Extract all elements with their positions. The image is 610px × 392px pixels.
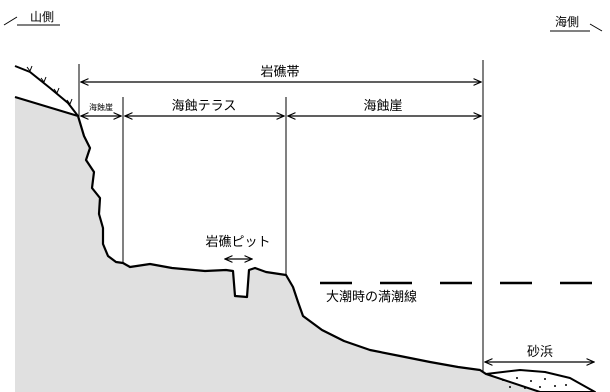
upper-slope-line	[14, 65, 79, 117]
rock-pit-label: 岩礁ピット	[205, 234, 270, 250]
zone-boundaries	[78, 60, 484, 372]
sand-dots	[502, 377, 567, 389]
mountain-side-label: 山側	[30, 10, 54, 24]
land-mass	[15, 97, 595, 392]
small-cliff-label: 海蝕崖	[89, 102, 113, 112]
terrace-label: 海蝕テラス	[172, 99, 237, 114]
sand-beach-label: 砂浜	[527, 345, 553, 360]
high-tide-label: 大潮時の満潮線	[326, 289, 417, 305]
grass-marks	[26, 65, 73, 106]
reef-zone-label: 岩礁帯	[260, 64, 299, 80]
sea-side-indicator: 海側	[550, 14, 603, 32]
mountain-side-indicator: 山側	[3, 10, 60, 26]
sea-side-label: 海側	[555, 14, 579, 29]
sea-cliff-label: 海蝕崖	[363, 99, 402, 114]
coastline	[14, 95, 487, 375]
sand-beach-area	[485, 369, 596, 392]
